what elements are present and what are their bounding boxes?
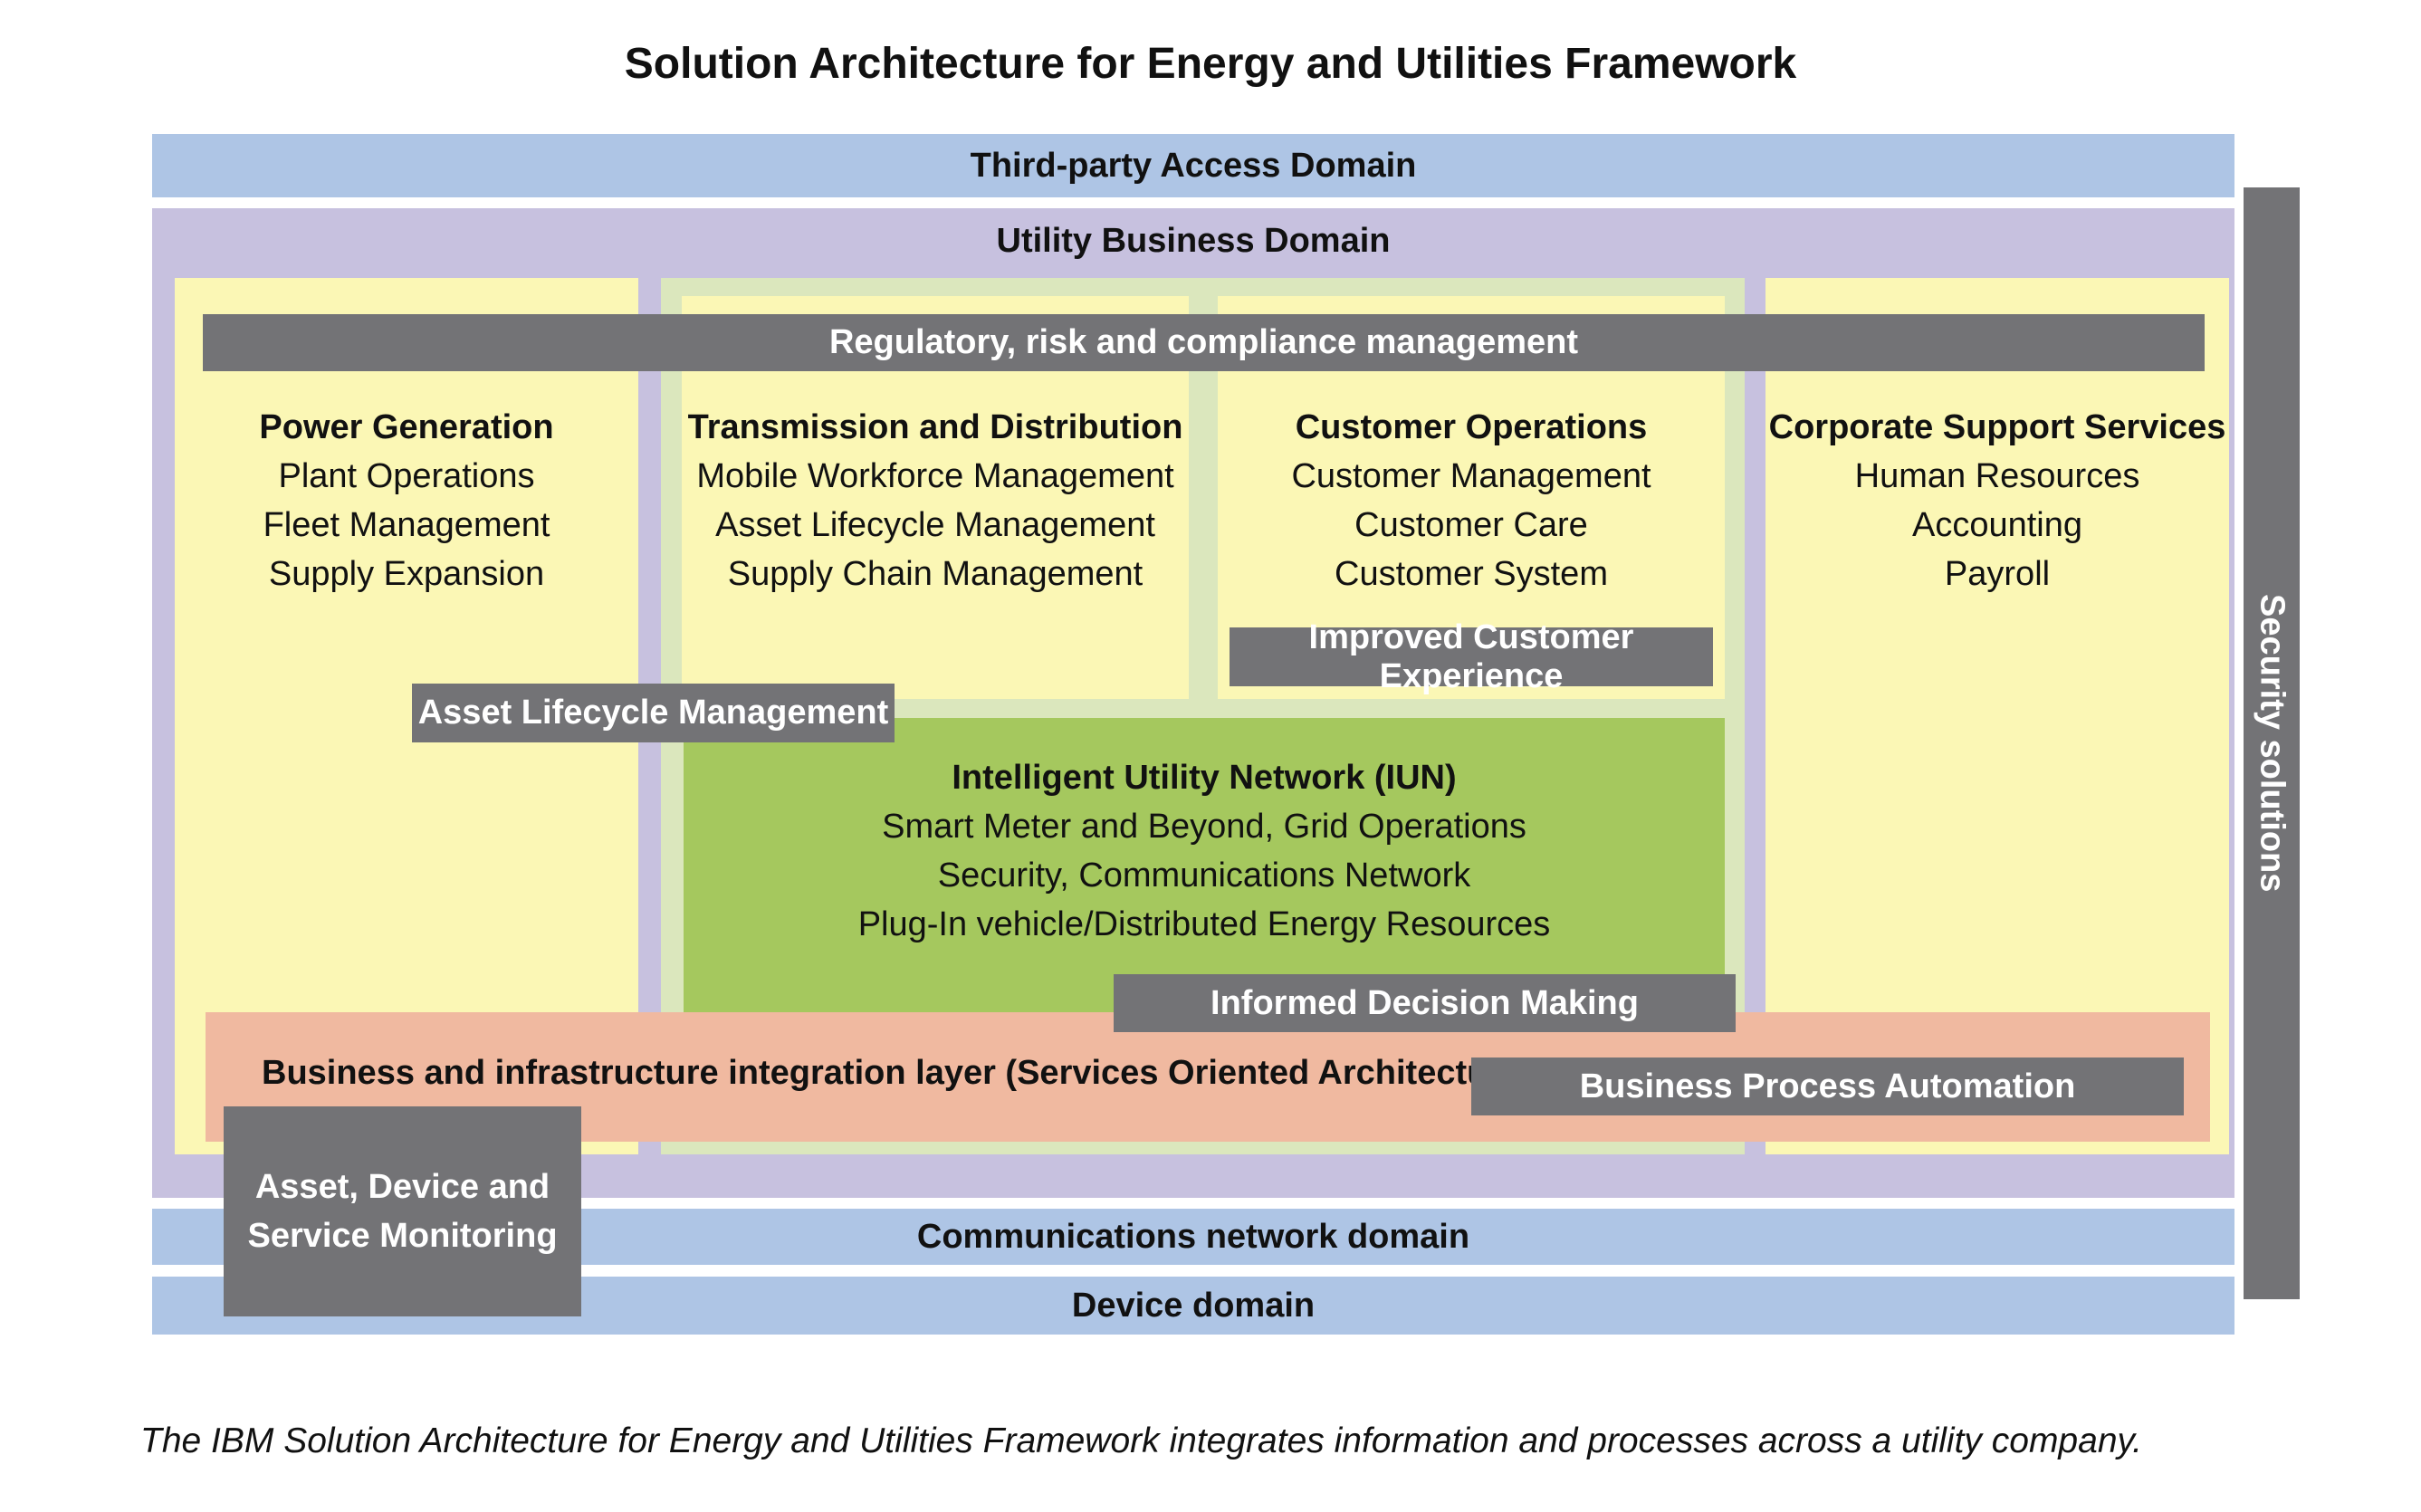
figure-caption: The IBM Solution Architecture for Energy… (140, 1421, 2142, 1460)
list-item: Smart Meter and Beyond, Grid Operations (882, 808, 1526, 846)
customer-operations-heading: Customer Operations (1295, 408, 1648, 446)
business-process-automation-label: Business Process Automation (1471, 1057, 2184, 1115)
iun-panel (684, 718, 1725, 1017)
list-item: Supply Expansion (268, 555, 545, 593)
corporate-support-panel (1766, 278, 2229, 1154)
integration-layer-label: Business and infrastructure integration … (262, 1054, 1532, 1092)
transmission-column: Transmission and Distribution Mobile Wor… (682, 403, 1189, 598)
asset-device-monitoring-label: Asset, Device and Service Monitoring (224, 1106, 581, 1316)
iun-column: Intelligent Utility Network (IUN) Smart … (684, 753, 1725, 949)
transmission-heading: Transmission and Distribution (687, 408, 1183, 446)
asset-device-line1: Asset, Device and (254, 1168, 550, 1206)
list-item: Accounting (1911, 506, 2082, 544)
list-item: Customer Care (1354, 506, 1588, 544)
list-item: Customer System (1335, 555, 1608, 593)
power-generation-column: Power Generation Plant Operations Fleet … (175, 403, 638, 598)
list-item: Plug-In vehicle/Distributed Energy Resou… (857, 905, 1551, 943)
security-solutions-bar: Security solutions (2244, 187, 2300, 1299)
regulatory-bar: Regulatory, risk and compliance manageme… (203, 314, 2205, 371)
list-item: Asset Lifecycle Management (715, 506, 1155, 544)
power-generation-heading: Power Generation (259, 408, 554, 446)
asset-device-line2: Service Monitoring (247, 1217, 558, 1255)
list-item: Security, Communications Network (937, 856, 1471, 895)
list-item: Plant Operations (278, 457, 535, 495)
informed-decision-label: Informed Decision Making (1114, 974, 1736, 1032)
corporate-support-heading: Corporate Support Services (1768, 408, 2226, 446)
list-item: Mobile Workforce Management (696, 457, 1174, 495)
list-item: Customer Management (1291, 457, 1651, 495)
third-party-access-domain: Third-party Access Domain (152, 134, 2234, 197)
list-item: Fleet Management (263, 506, 550, 544)
diagram-title: Solution Architecture for Energy and Uti… (624, 39, 1797, 88)
asset-lifecycle-label: Asset Lifecycle Management (412, 684, 895, 742)
list-item: Supply Chain Management (727, 555, 1144, 593)
iun-heading: Intelligent Utility Network (IUN) (952, 759, 1457, 797)
list-item: Human Resources (1854, 457, 2140, 495)
improved-customer-experience-label: Improved Customer Experience (1230, 618, 1713, 695)
customer-operations-column: Customer Operations Customer Management … (1218, 403, 1725, 598)
utility-business-domain-label: Utility Business Domain (996, 221, 1391, 260)
corporate-support-column: Corporate Support Services Human Resourc… (1766, 403, 2229, 598)
list-item: Payroll (1944, 555, 2051, 593)
security-solutions-label: Security solutions (2253, 594, 2292, 893)
